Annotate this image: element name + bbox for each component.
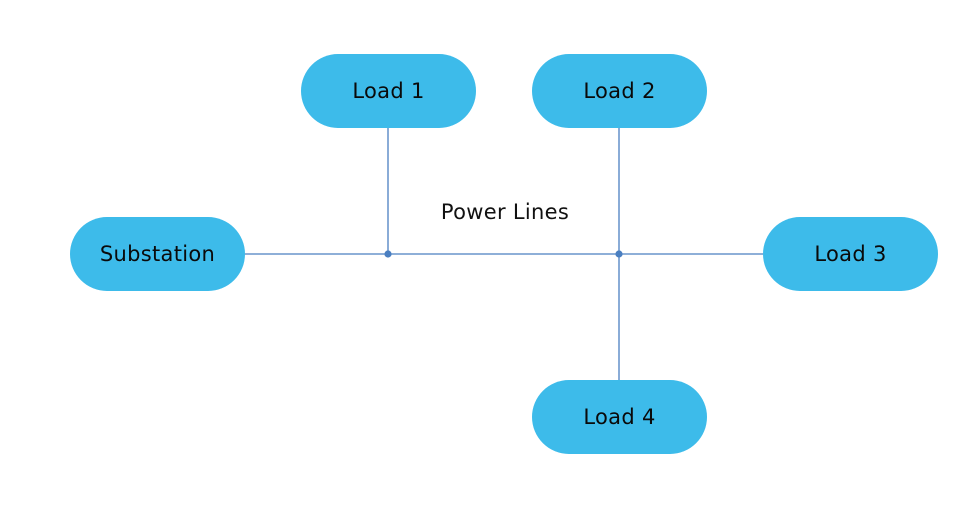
load-4-node[interactable]: Load 4	[532, 380, 707, 454]
substation-label: Substation	[99, 242, 216, 266]
power-lines-label: Power Lines	[440, 200, 570, 224]
load-4-label: Load 4	[583, 405, 656, 429]
load-3-node[interactable]: Load 3	[763, 217, 938, 291]
load-3-label: Load 3	[814, 242, 887, 266]
junction-dot-1	[384, 250, 392, 258]
substation-node[interactable]: Substation	[70, 217, 245, 291]
load-2-node[interactable]: Load 2	[532, 54, 707, 128]
load-1-node[interactable]: Load 1	[301, 54, 476, 128]
load-2-label: Load 2	[583, 79, 656, 103]
junction-dot-2	[615, 250, 623, 258]
load-1-label: Load 1	[352, 79, 425, 103]
